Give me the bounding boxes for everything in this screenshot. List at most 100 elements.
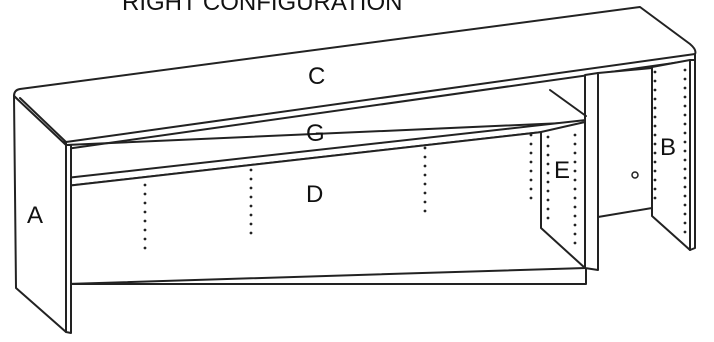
pin-hole bbox=[143, 228, 147, 232]
pin-hole bbox=[653, 196, 657, 200]
pin-hole bbox=[653, 133, 657, 137]
pin-hole bbox=[573, 187, 577, 191]
right-back-panel bbox=[597, 67, 653, 218]
pin-hole bbox=[653, 187, 657, 191]
pin-hole bbox=[143, 246, 147, 250]
pin-hole bbox=[423, 191, 427, 195]
diagram-title: RIGHT CONFIGURATION bbox=[122, 0, 402, 16]
pin-hole bbox=[546, 153, 550, 157]
pin-hole bbox=[573, 160, 577, 164]
pin-hole bbox=[653, 70, 657, 74]
pin-hole bbox=[423, 209, 427, 213]
pin-hole bbox=[249, 204, 253, 208]
pin-hole bbox=[573, 133, 577, 137]
pin-hole bbox=[683, 104, 687, 108]
pin-hole bbox=[249, 195, 253, 199]
pin-hole bbox=[683, 194, 687, 198]
pin-hole bbox=[143, 183, 147, 187]
pin-hole bbox=[423, 182, 427, 186]
pin-hole bbox=[143, 192, 147, 196]
pin-hole bbox=[143, 201, 147, 205]
pin-hole bbox=[573, 151, 577, 155]
pin-hole bbox=[573, 178, 577, 182]
pin-hole bbox=[546, 216, 550, 220]
pin-hole bbox=[653, 115, 657, 119]
pin-hole bbox=[573, 142, 577, 146]
pin-hole bbox=[683, 149, 687, 153]
pin-hole bbox=[423, 155, 427, 159]
pin-hole bbox=[546, 198, 550, 202]
pin-hole bbox=[653, 88, 657, 92]
pin-hole bbox=[683, 68, 687, 72]
pin-hole bbox=[546, 171, 550, 175]
pin-hole bbox=[573, 196, 577, 200]
pin-hole bbox=[653, 169, 657, 173]
cam-lock bbox=[631, 171, 639, 179]
pin-hole bbox=[683, 86, 687, 90]
pin-hole bbox=[683, 167, 687, 171]
pin-hole bbox=[653, 79, 657, 83]
pin-hole bbox=[249, 213, 253, 217]
pin-hole bbox=[546, 144, 550, 148]
pin-hole bbox=[546, 189, 550, 193]
pin-hole bbox=[529, 142, 533, 146]
pin-hole bbox=[143, 210, 147, 214]
label-e: E bbox=[554, 157, 570, 184]
pin-hole bbox=[653, 178, 657, 182]
pin-hole bbox=[249, 177, 253, 181]
pin-hole bbox=[423, 173, 427, 177]
pin-hole bbox=[249, 231, 253, 235]
shelf-pin-holes bbox=[143, 68, 687, 250]
pin-hole bbox=[683, 131, 687, 135]
pin-hole bbox=[653, 124, 657, 128]
pin-hole bbox=[683, 221, 687, 225]
label-c: C bbox=[308, 63, 325, 90]
pin-hole bbox=[683, 230, 687, 234]
pin-hole bbox=[529, 151, 533, 155]
label-g: G bbox=[306, 120, 325, 147]
pin-hole bbox=[683, 122, 687, 126]
pin-hole bbox=[529, 160, 533, 164]
pin-hole bbox=[653, 151, 657, 155]
pin-hole bbox=[423, 164, 427, 168]
label-b: B bbox=[660, 134, 676, 161]
pin-hole bbox=[423, 200, 427, 204]
pin-hole bbox=[546, 207, 550, 211]
pin-hole bbox=[573, 205, 577, 209]
pin-hole bbox=[546, 162, 550, 166]
pin-hole bbox=[653, 97, 657, 101]
pin-hole bbox=[546, 180, 550, 184]
pin-hole bbox=[143, 237, 147, 241]
pin-hole bbox=[683, 95, 687, 99]
pin-hole bbox=[573, 241, 577, 245]
pin-hole bbox=[683, 203, 687, 207]
pin-hole bbox=[683, 77, 687, 81]
pin-hole bbox=[683, 176, 687, 180]
pin-hole bbox=[653, 142, 657, 146]
pin-hole bbox=[573, 223, 577, 227]
pin-hole bbox=[573, 169, 577, 173]
pin-hole bbox=[143, 219, 147, 223]
pin-hole bbox=[529, 187, 533, 191]
pin-hole bbox=[529, 169, 533, 173]
pin-hole bbox=[683, 113, 687, 117]
pin-hole bbox=[653, 160, 657, 164]
label-d: D bbox=[306, 181, 323, 208]
pin-hole bbox=[683, 158, 687, 162]
pin-hole bbox=[249, 186, 253, 190]
label-a: A bbox=[27, 202, 43, 229]
pin-hole bbox=[683, 185, 687, 189]
pin-hole bbox=[683, 212, 687, 216]
pin-hole bbox=[546, 135, 550, 139]
pin-hole bbox=[529, 133, 533, 137]
pin-hole bbox=[573, 232, 577, 236]
pin-hole bbox=[249, 168, 253, 172]
pin-hole bbox=[529, 178, 533, 182]
pin-hole bbox=[529, 196, 533, 200]
pin-hole bbox=[249, 222, 253, 226]
pin-hole bbox=[683, 140, 687, 144]
pin-hole bbox=[653, 106, 657, 110]
pin-hole bbox=[573, 214, 577, 218]
